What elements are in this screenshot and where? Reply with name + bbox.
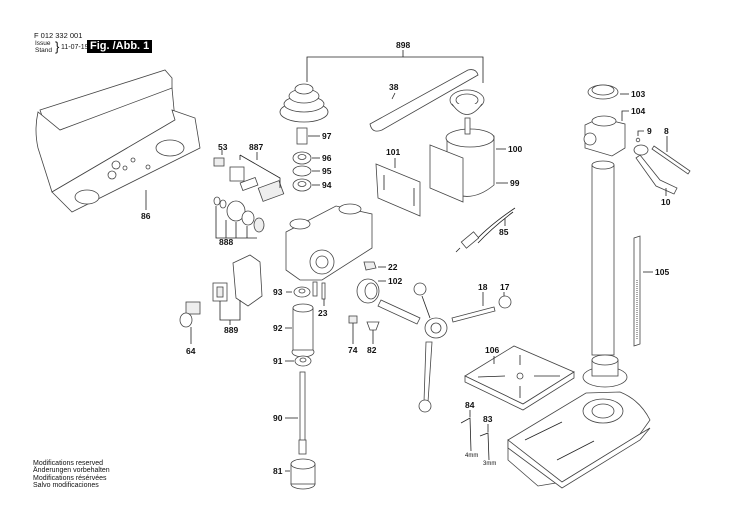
part-83-hex-key [479,432,490,461]
part-82-screw [366,321,380,344]
part-label-74: 74 [348,345,358,355]
part-23-pin [312,281,326,306]
figure-label: Fig. /Abb. 1 [87,40,153,53]
part-81-chuck [290,458,316,490]
part-10-handle [633,144,678,195]
part-95-ring [292,165,312,177]
part-label-100: 100 [508,144,522,154]
part-9-ball [635,137,641,143]
part-64-switch-button [179,301,201,344]
part-size-84: 4mm [465,453,478,459]
part-label-9: 9 [647,126,652,136]
part-column-flange [582,354,628,388]
part-label-887: 887 [249,142,263,152]
part-104-column-collar [583,115,626,157]
part-label-93: 93 [273,287,283,297]
part-17-knob [498,295,512,309]
part-motor [429,117,495,203]
part-102-collar [356,278,380,304]
part-label-53: 53 [218,142,228,152]
part-feed-shaft [377,282,448,413]
part-label-95: 95 [322,166,332,176]
part-8-lever [651,145,691,175]
part-103-ring [587,84,619,100]
issue-label: Issue Stand [35,40,52,54]
part-size-83: 3mm [483,461,496,467]
leader-38 [391,92,396,100]
part-label-99: 99 [510,178,520,188]
part-93-bearing [293,286,311,298]
part-label-103: 103 [631,89,645,99]
part-label-86: 86 [141,211,151,221]
part-label-81: 81 [273,466,283,476]
part-label-101: 101 [386,147,400,157]
document-number: F 012 332 001 [34,31,83,40]
part-label-23: 23 [318,308,328,318]
part-label-18: 18 [478,282,488,292]
modifications-de: Änderungen vorbehalten [33,467,110,475]
issue-label-en: Issue [35,40,51,47]
leader-104 [621,110,629,121]
part-label-84: 84 [465,400,475,410]
part-label-8: 8 [664,126,669,136]
part-label-83: 83 [483,414,493,424]
part-label-105: 105 [655,267,669,277]
part-96-bearing [292,151,312,165]
part-18-arm [451,306,496,323]
part-92-quill [291,303,315,358]
part-label-10: 10 [661,197,671,207]
part-base [507,391,651,489]
part-106-table [464,345,575,411]
modifications-es: Salvo modificaciones [33,482,99,490]
part-887-switch-assembly [229,154,285,202]
part-86-cover [35,69,201,213]
part-90-spindle [298,371,307,455]
part-label-94: 94 [322,180,332,190]
brace-glyph: } [55,39,60,54]
part-head-casting [285,203,373,281]
part-label-96: 96 [322,153,332,163]
part-889-switch-housing [212,254,263,325]
issue-date: 11-07-19 [61,44,89,51]
part-101-plate [375,163,421,217]
modifications-fr: Modifications résérvées [33,474,107,482]
part-label-898: 898 [396,40,410,50]
modifications-en: Modifications reserved [33,460,104,467]
part-53-clip [213,157,225,167]
part-38-belt [369,69,479,132]
part-888-bearing-set [213,196,265,239]
issue-label-de: Stand [35,46,52,54]
part-column [591,160,615,356]
part-label-38: 38 [389,82,399,92]
part-94-bearing [292,178,312,192]
part-label-22: 22 [388,262,398,272]
part-label-85: 85 [499,227,509,237]
part-label-17: 17 [500,282,510,292]
part-label-92: 92 [273,323,283,333]
part-label-91: 91 [273,356,283,366]
part-label-888: 888 [219,237,233,247]
part-label-102: 102 [388,276,402,286]
part-84-hex-key [460,417,472,452]
part-label-90: 90 [273,413,283,423]
part-label-97: 97 [322,131,332,141]
part-label-64: 64 [186,346,196,356]
modifications-notice: Modifications reserved Änderungen vorbeh… [33,460,110,490]
part-22-clip [363,261,377,271]
leader-898 [306,50,484,83]
part-label-106: 106 [485,345,499,355]
part-97-sleeve [296,127,308,145]
part-91-bearing [294,355,312,367]
part-pulley-motor [449,89,485,115]
part-85-power-cord [455,207,516,253]
part-74-clip [348,315,358,344]
part-label-104: 104 [631,106,645,116]
part-label-82: 82 [367,345,377,355]
part-pulley-spindle [279,83,329,123]
part-105-rack [633,235,641,347]
part-label-889: 889 [224,325,238,335]
